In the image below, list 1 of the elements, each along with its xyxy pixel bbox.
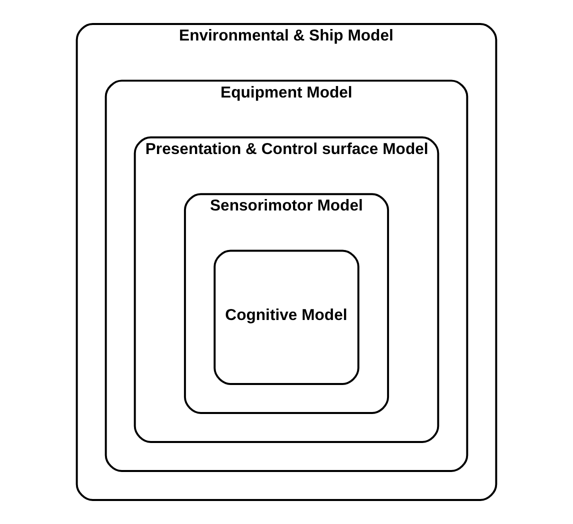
node-box: Cognitive Model [214, 250, 360, 385]
